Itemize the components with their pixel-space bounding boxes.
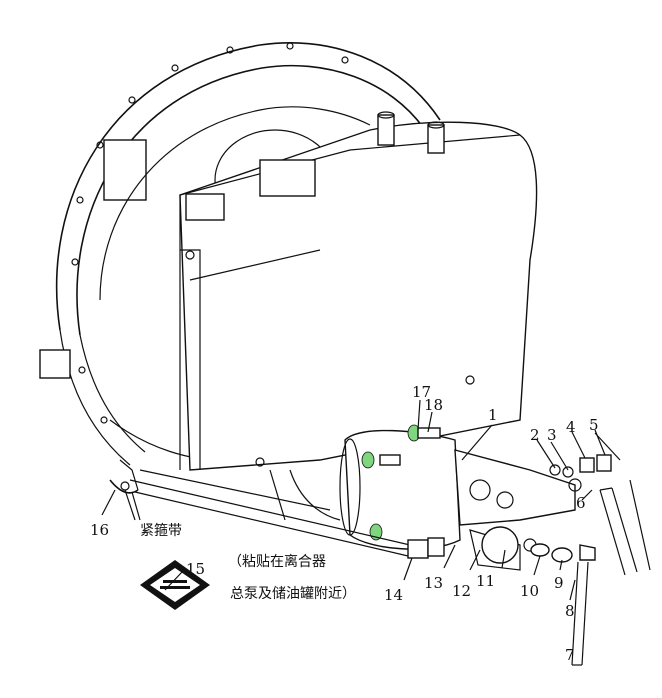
- hose-strap: [109, 459, 139, 494]
- callout-5: 5: [589, 416, 599, 434]
- pipe-fittings: [530, 543, 596, 666]
- callout-14: 14: [384, 586, 403, 604]
- callout-13: 13: [424, 574, 443, 592]
- callout-12: 12: [452, 582, 471, 600]
- callout-7: 7: [565, 646, 575, 664]
- callout-2: 2: [530, 426, 540, 444]
- callout-15: 15: [186, 560, 205, 578]
- callout-16: 16: [90, 521, 109, 539]
- callout-10: 10: [520, 582, 539, 600]
- callout-17: 17: [412, 383, 431, 401]
- callout-6: 6: [576, 494, 586, 512]
- sticker-note-line1: （粘贴在离合器: [228, 553, 326, 570]
- strap-label: 紧箍带: [140, 522, 182, 539]
- callout-1: 1: [488, 406, 498, 424]
- hose-line: [129, 479, 445, 559]
- callout-18: 18: [424, 396, 443, 414]
- callout-3: 3: [547, 426, 557, 444]
- leader-lines: [101, 399, 621, 601]
- fitting-parts: [549, 454, 651, 576]
- callout-labels: 1 2 3 4 5 6 7 8 9 10 11 12 13 14 15 16 1…: [90, 383, 599, 664]
- callout-9: 9: [554, 574, 564, 592]
- transmission-case: [179, 111, 538, 521]
- callout-8: 8: [565, 602, 575, 620]
- notes: 紧箍带 （粘贴在离合器 总泵及储油罐附近）: [140, 522, 356, 602]
- sticker-icon: [140, 560, 210, 610]
- clutch-master-cylinder: [339, 424, 576, 571]
- sticker-note-line2: 总泵及储油罐附近）: [230, 586, 356, 602]
- callout-11: 11: [476, 572, 495, 590]
- callout-4: 4: [566, 418, 576, 436]
